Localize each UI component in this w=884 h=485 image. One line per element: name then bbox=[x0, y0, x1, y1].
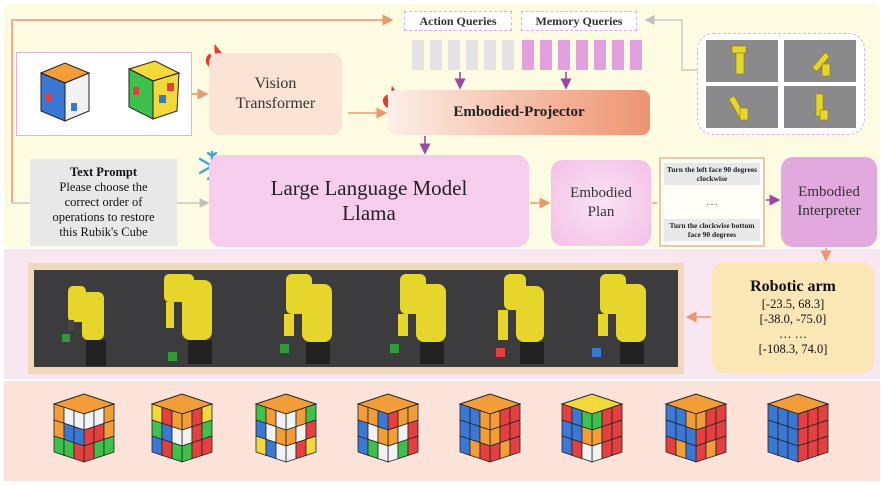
rubiks-cube-image bbox=[39, 60, 181, 122]
plan-steps-box: Turn the left face 90 degrees clockwise … bbox=[659, 157, 765, 247]
robotic-arm-value: [-38.0, -75.0] bbox=[759, 311, 827, 326]
rubiks-cube-state bbox=[664, 393, 728, 463]
memory-queries-label: Memory Queries bbox=[521, 11, 637, 31]
large-language-model-block: Large Language Model Llama bbox=[209, 155, 529, 247]
input-cube-images bbox=[16, 52, 192, 136]
rubiks-cube-state bbox=[150, 393, 214, 463]
interpreter-label-line2: Interpreter bbox=[797, 203, 861, 219]
robot-arm-frame bbox=[62, 286, 106, 366]
embodied-plan-block: Embodied Plan bbox=[551, 160, 651, 246]
robot-arm-frames bbox=[34, 270, 678, 367]
robot-arm-frame bbox=[390, 274, 446, 364]
cube-state-sequence bbox=[52, 393, 830, 463]
plan-label-line2: Plan bbox=[587, 204, 615, 220]
vit-label-line1: Vision bbox=[254, 75, 297, 92]
text-prompt-line: this Rubik's Cube bbox=[59, 225, 148, 239]
robotic-arm-value: [-23.5, 68.3] bbox=[761, 296, 825, 311]
interpreter-label-line1: Embodied bbox=[798, 184, 860, 200]
text-prompt-line: Please choose the bbox=[59, 180, 148, 194]
robotic-arm-value: [-108.3, 74.0] bbox=[758, 341, 828, 356]
plan-steps-ellipsis: . . . bbox=[706, 196, 718, 207]
rubiks-cube-state bbox=[766, 393, 830, 463]
llm-label-line2: Llama bbox=[342, 201, 396, 225]
embodied-interpreter-block: Embodied Interpreter bbox=[781, 157, 877, 247]
text-prompt-title: Text Prompt bbox=[69, 165, 137, 179]
rubiks-cube-state bbox=[356, 393, 420, 463]
robot-simulation-grid bbox=[706, 40, 856, 128]
robot-arm-frame bbox=[592, 274, 646, 364]
text-prompt-line: correct order of bbox=[64, 195, 143, 209]
action-queries-label: Action Queries bbox=[404, 11, 512, 31]
text-prompt-box: Text Prompt Please choose the correct or… bbox=[30, 159, 177, 246]
rubiks-cube-state bbox=[254, 393, 318, 463]
robotic-arm-title: Robotic arm bbox=[750, 277, 836, 295]
llm-label-line1: Large Language Model bbox=[270, 176, 468, 200]
robot-arm-frame bbox=[280, 274, 332, 364]
query-tokens bbox=[412, 40, 642, 70]
simulation-preview bbox=[697, 33, 865, 135]
robot-arm-frame bbox=[164, 274, 212, 364]
rubiks-cube-state bbox=[560, 393, 624, 463]
vision-transformer-block: Vision Transformer bbox=[209, 53, 342, 135]
robotic-arm-value: … … bbox=[778, 326, 808, 341]
robotic-arm-output: Robotic arm [-23.5, 68.3] [-38.0, -75.0]… bbox=[712, 262, 874, 373]
text-prompt-line: operations to restore bbox=[52, 210, 155, 224]
embodied-projector-block: Embodied-Projector bbox=[388, 90, 650, 135]
vit-label-line2: Transformer bbox=[235, 95, 316, 112]
rubiks-cube-state bbox=[458, 393, 522, 463]
plan-step-2: Turn the clockwise bottom face 90 degree… bbox=[664, 219, 760, 241]
plan-label-line1: Embodied bbox=[570, 185, 632, 201]
robot-execution-strip bbox=[28, 263, 684, 374]
bottom-band bbox=[4, 381, 880, 481]
rubiks-cube-state bbox=[52, 393, 116, 463]
plan-step-1: Turn the left face 90 degrees clockwise bbox=[664, 163, 760, 185]
robot-arm-frame bbox=[496, 274, 544, 364]
